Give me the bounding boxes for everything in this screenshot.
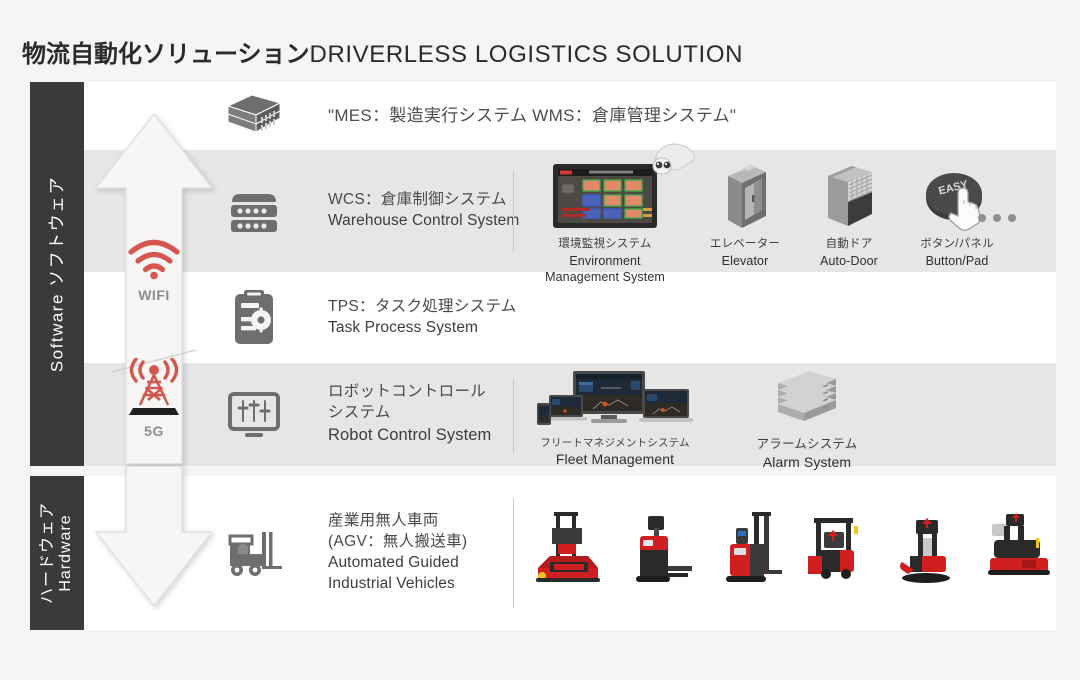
tile-button-pad[interactable]: EASY ボタン/パネル Button/Pad — [914, 158, 1000, 269]
tile-alarm-en: Alarm System — [762, 453, 852, 470]
fiveg-label: 5G — [144, 423, 164, 439]
wifi-icon — [128, 239, 180, 280]
tile-fleet-en: Fleet Management — [555, 451, 675, 468]
tile-env-en2: Management System — [545, 270, 665, 285]
agv-pallet-truck-icon[interactable] — [622, 506, 694, 595]
tile-elevator[interactable]: エレベーター Elevator — [706, 158, 784, 269]
rolling-door-icon — [810, 158, 888, 232]
tile-env-en: Environment — [569, 253, 641, 268]
agv-vehicle-group — [532, 506, 1054, 595]
rail-hardware-en: Hardware — [57, 514, 74, 592]
page-title-jp: 物流自動化ソリューション — [22, 41, 310, 68]
wifi-label: WIFI — [138, 287, 170, 303]
row-agv-label-en2: Industrial Vehicles — [328, 574, 455, 592]
tile-elevator-jp: エレベーター — [709, 238, 781, 250]
tile-auto-door[interactable]: 自動ドア Auto-Door — [810, 158, 888, 269]
cell-tower-icon — [129, 357, 179, 415]
rail-hardware: ハードウェア Hardware — [30, 476, 84, 630]
hardware-panel: 産業用無人車両 (AGV：無人搬送車) Automated Guided Ind… — [84, 476, 1056, 630]
forklift-icon — [188, 522, 320, 584]
monitor-dashboard-icon — [530, 143, 695, 232]
tile-fleet-management[interactable]: フリートマネジメントシステム Fleet Management — [530, 369, 700, 469]
page-title-en: DRIVERLESS LOGISTICS SOLUTION — [309, 41, 744, 68]
tile-elevator-en: Elevator — [721, 253, 769, 268]
row-agv-label-jp2: (AGV：無人搬送車) — [328, 533, 468, 551]
tile-auto-door-en: Auto-Door — [820, 253, 878, 268]
rack-server-icon — [188, 186, 320, 236]
agv-order-picker-icon[interactable] — [532, 506, 604, 595]
tile-auto-door-jp: 自動ドア — [825, 238, 873, 250]
row-tps[interactable]: TPS：タスク処理システム Task Process System — [84, 272, 1056, 363]
more-dots-icon[interactable] — [978, 214, 1016, 222]
row-agv-label-en: Automated Guided — [328, 554, 459, 571]
elevator-icon — [706, 158, 784, 232]
row-wcs-label: WCS：倉庫制御システム Warehouse Control System — [328, 190, 519, 232]
row-mes-wms-label: "MES：製造実行システム WMS：倉庫管理システム" — [328, 105, 736, 128]
agv-tow-tractor-icon[interactable] — [982, 506, 1054, 595]
row-rcs-label: ロボットコントロール システム Robot Control System — [328, 382, 491, 446]
easy-button-icon: EASY — [914, 158, 1000, 232]
row-wcs-label-en: Warehouse Control System — [328, 212, 520, 229]
agv-straddle-stacker-icon[interactable] — [892, 506, 964, 595]
rail-hardware-jp: ハードウェア — [39, 501, 57, 605]
agv-reach-stacker-icon[interactable] — [712, 506, 784, 595]
divider-rcs — [513, 378, 514, 454]
row-tps-label: TPS：タスク処理システム Task Process System — [328, 297, 517, 339]
wifi-block: WIFI — [94, 238, 214, 303]
tile-env-jp: 環境監視システム — [558, 238, 652, 250]
tile-button-pad-en: Button/Pad — [925, 253, 989, 268]
tile-button-pad-caption: ボタン/パネル Button/Pad — [914, 237, 1000, 269]
row-agv-label-jp: 産業用無人車両 — [328, 512, 439, 530]
tile-elevator-caption: エレベーター Elevator — [706, 237, 784, 269]
row-rcs-label-en: Robot Control System — [328, 426, 492, 445]
row-mes-wms-label-jp: "MES：製造実行システム WMS：倉庫管理システム" — [328, 105, 737, 125]
arrow-down-icon — [94, 465, 214, 608]
tile-fleet-management-caption: フリートマネジメントシステム Fleet Management — [530, 436, 700, 469]
tile-environment-management[interactable]: 環境監視システム Environment Management System — [530, 143, 695, 286]
tile-alarm-jp: アラームシステム — [756, 437, 858, 451]
tile-alarm-system-caption: アラームシステム Alarm System — [742, 436, 872, 472]
wcs-tile-group: 環境監視システム Environment Management System — [530, 143, 1000, 286]
multi-device-icon — [530, 369, 700, 431]
agv-counterbalance-icon[interactable] — [802, 506, 874, 595]
row-agv-label: 産業用無人車両 (AGV：無人搬送車) Automated Guided Ind… — [328, 511, 467, 595]
page-title: 物流自動化ソリューションDRIVERLESS LOGISTICS SOLUTIO… — [22, 34, 743, 69]
divider-agv — [513, 498, 514, 608]
row-rcs-label-jp2: システム — [328, 404, 391, 422]
rail-software-text: Software ソフトウェア — [47, 176, 66, 372]
monitor-sliders-icon — [188, 389, 320, 441]
row-rcs-label-jp: ロボットコントロール — [328, 383, 487, 401]
row-tps-label-en: Task Process System — [328, 318, 479, 336]
row-wcs[interactable]: WCS：倉庫制御システム Warehouse Control System — [84, 150, 1056, 272]
server-stack-icon — [188, 90, 320, 142]
rail-software-en: Software — [47, 293, 67, 373]
rcs-tile-group: フリートマネジメントシステム Fleet Management — [530, 369, 872, 472]
row-mes-wms[interactable]: "MES：製造実行システム WMS：倉庫管理システム" — [84, 82, 1056, 150]
network-separator — [110, 348, 198, 374]
rail-software-jp: ソフトウェア — [47, 175, 67, 287]
rail-hardware-text: ハードウェア Hardware — [39, 502, 75, 604]
tile-button-pad-jp: ボタン/パネル — [920, 238, 994, 250]
tile-fleet-jp: フリートマネジメントシステム — [540, 437, 690, 449]
row-wcs-label-jp: WCS：倉庫制御システム — [328, 191, 507, 209]
divider-wcs — [513, 170, 514, 252]
rail-software: Software ソフトウェア — [30, 82, 84, 466]
row-rcs[interactable]: ロボットコントロール システム Robot Control System — [84, 363, 1056, 466]
fiveg-block: 5G — [94, 357, 214, 439]
tile-alarm-system[interactable]: アラームシステム Alarm System — [742, 369, 872, 472]
row-tps-label-jp: TPS：タスク処理システム — [328, 297, 517, 315]
row-agv[interactable]: 産業用無人車両 (AGV：無人搬送車) Automated Guided Ind… — [84, 476, 1056, 630]
software-panel: "MES：製造実行システム WMS：倉庫管理システム" — [84, 82, 1056, 470]
tile-auto-door-caption: 自動ドア Auto-Door — [810, 237, 888, 269]
clipboard-gear-icon — [188, 289, 320, 347]
stacked-alarm-icon — [742, 369, 872, 431]
tile-environment-management-caption: 環境監視システム Environment Management System — [530, 237, 680, 286]
arrow-up-icon — [94, 112, 214, 465]
